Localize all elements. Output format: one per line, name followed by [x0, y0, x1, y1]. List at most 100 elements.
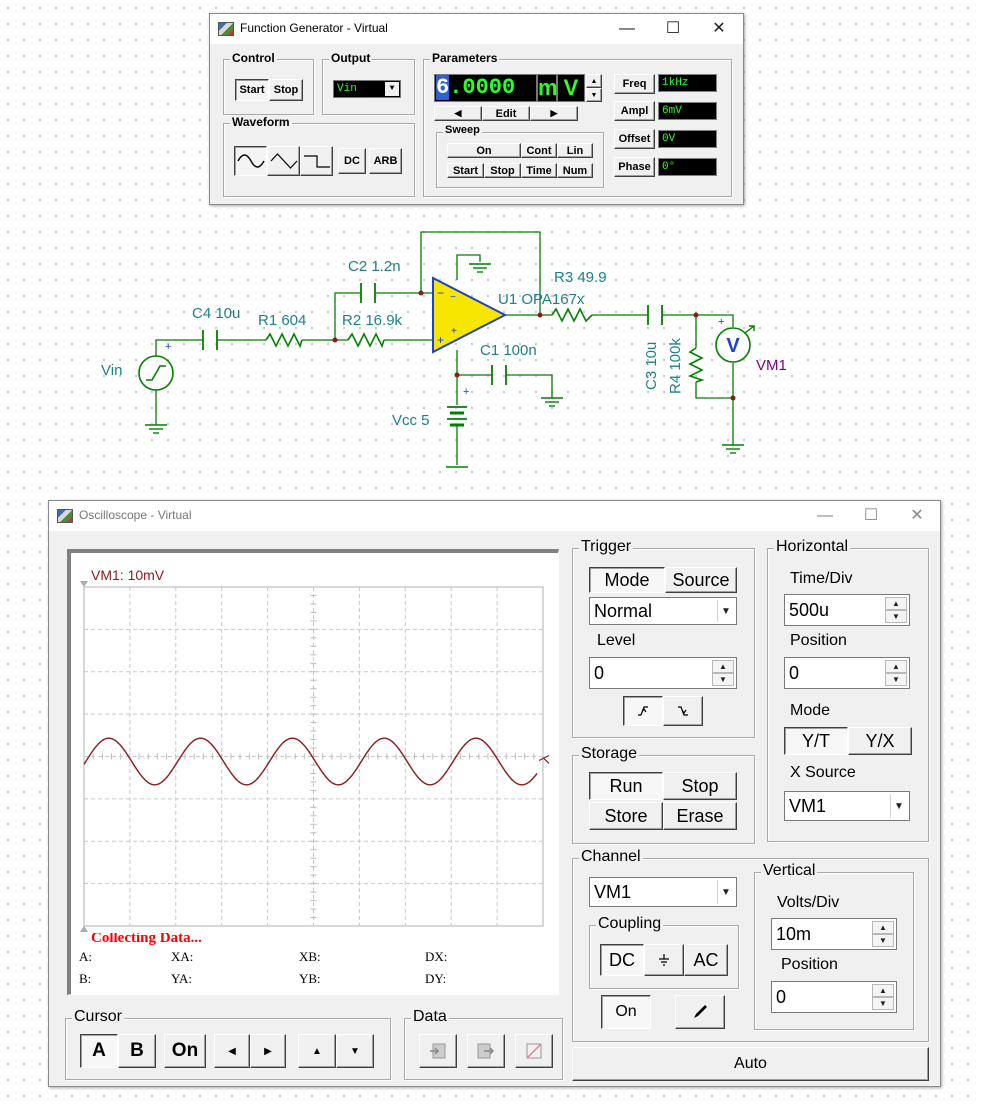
vin-source[interactable]: +	[138, 341, 174, 391]
scope-screen[interactable]: VM1: 10mV Collecting Data... A: B: XA: Y…	[67, 549, 559, 995]
trigger-source-button[interactable]: Source	[665, 567, 737, 593]
freq-button[interactable]: Freq	[614, 74, 655, 94]
digit-left-button[interactable]: ◀	[434, 106, 482, 121]
spin-up-icon[interactable]: ▲	[885, 660, 907, 673]
cursor-left-icon[interactable]: ◀	[214, 1034, 250, 1068]
unit-m-display[interactable]: m	[537, 74, 558, 102]
cursor-a-button[interactable]: A	[80, 1034, 118, 1068]
sweep-start-button[interactable]: Start	[447, 163, 484, 178]
spin-down-icon[interactable]: ▼	[712, 673, 734, 686]
fg-output-select[interactable]: Vin ▼	[333, 80, 401, 98]
sweep-on-button[interactable]: On	[447, 143, 521, 158]
digit-right-button[interactable]: ▶	[530, 106, 578, 121]
ampl-button[interactable]: Ampl	[614, 101, 655, 121]
rising-edge-button[interactable]	[623, 696, 663, 726]
display-spinner[interactable]: ▲ ▼	[586, 74, 602, 102]
chevron-down-icon[interactable]: ▼	[717, 880, 734, 904]
phase-button[interactable]: Phase	[614, 157, 655, 177]
cursor-down-icon[interactable]: ▼	[336, 1034, 374, 1068]
spin-up-icon[interactable]: ▲	[586, 74, 602, 88]
c1-capacitor[interactable]	[491, 365, 507, 385]
auto-button[interactable]: Auto	[572, 1047, 929, 1081]
triangle-wave-button[interactable]	[267, 146, 300, 176]
vcc-battery[interactable]: +	[447, 386, 469, 427]
osc-titlebar[interactable]: Oscilloscope - Virtual — ☐ ✕	[49, 501, 940, 531]
fg-stop-button[interactable]: Stop	[269, 79, 303, 101]
cursor-right-icon[interactable]: ▶	[250, 1034, 286, 1068]
cursor-up-icon[interactable]: ▲	[298, 1034, 336, 1068]
yt-mode-button[interactable]: Y/T	[784, 727, 848, 755]
unit-v-display[interactable]: V	[557, 74, 585, 102]
channel-on-button[interactable]: On	[601, 995, 651, 1029]
cursor-on-button[interactable]: On	[164, 1034, 206, 1068]
fg-titlebar[interactable]: Function Generator - Virtual — ☐ ✕	[210, 14, 743, 44]
dc-coupling-button[interactable]: DC	[600, 944, 644, 976]
sweep-lin-button[interactable]: Lin	[557, 143, 593, 158]
channel-select[interactable]: VM1 ▼	[589, 877, 737, 907]
ground-coupling-button[interactable]	[644, 944, 684, 976]
maximize-icon[interactable]: ☐	[863, 507, 879, 524]
dc-wave-button[interactable]: DC	[338, 148, 366, 174]
yx-mode-button[interactable]: Y/X	[848, 727, 912, 755]
minimize-icon[interactable]: —	[619, 20, 635, 37]
offset-button[interactable]: Offset	[614, 129, 655, 149]
maximize-icon[interactable]: ☐	[665, 20, 681, 37]
r4-resistor[interactable]	[687, 347, 705, 383]
close-icon[interactable]: ✕	[712, 20, 726, 37]
chevron-down-icon[interactable]: ▼	[890, 794, 907, 818]
chevron-down-icon[interactable]: ▼	[385, 82, 399, 96]
erase-button[interactable]: Erase	[663, 802, 737, 830]
h-position-input[interactable]: 0 ▲▼	[784, 657, 910, 689]
sweep-stop-button[interactable]: Stop	[484, 163, 521, 178]
square-wave-button[interactable]	[300, 146, 333, 176]
spin-down-icon[interactable]: ▼	[885, 610, 907, 623]
clear-data-button[interactable]	[515, 1034, 553, 1068]
sweep-cont-button[interactable]: Cont	[521, 143, 557, 158]
volts-div-input[interactable]: 10m ▲▼	[771, 918, 897, 950]
falling-edge-button[interactable]	[663, 696, 703, 726]
run-button[interactable]: Run	[589, 772, 663, 800]
cursor-b-button[interactable]: B	[118, 1034, 156, 1068]
trigger-level-input[interactable]: 0 ▲▼	[589, 657, 737, 689]
chevron-down-icon[interactable]: ▼	[717, 600, 734, 622]
r1-resistor[interactable]	[265, 332, 303, 349]
x-source-select[interactable]: VM1 ▼	[784, 791, 910, 821]
spin-down-icon[interactable]: ▼	[872, 934, 894, 947]
volts-div-spinner[interactable]: ▲▼	[872, 921, 894, 947]
c3-capacitor[interactable]	[647, 305, 663, 325]
spin-up-icon[interactable]: ▲	[712, 660, 734, 673]
storage-stop-button[interactable]: Stop	[663, 772, 737, 800]
trigger-mode-button[interactable]: Mode	[589, 567, 665, 593]
c4-capacitor[interactable]	[202, 330, 218, 350]
spin-up-icon[interactable]: ▲	[885, 597, 907, 610]
h-position-spinner[interactable]: ▲▼	[885, 660, 907, 686]
ac-coupling-button[interactable]: AC	[684, 944, 728, 976]
voltmeter-vm1[interactable]: V +	[715, 316, 755, 363]
opamp-u1[interactable]: − + − +	[432, 276, 508, 354]
spin-down-icon[interactable]: ▼	[872, 997, 894, 1010]
edit-button[interactable]: Edit	[482, 106, 530, 121]
time-div-input[interactable]: 500u ▲▼	[784, 594, 910, 626]
probe-color-button[interactable]	[675, 995, 725, 1029]
r3-resistor[interactable]	[551, 307, 593, 323]
spin-down-icon[interactable]: ▼	[885, 673, 907, 686]
close-icon[interactable]: ✕	[910, 507, 924, 524]
amplitude-display[interactable]: 6.0000	[434, 74, 537, 102]
spin-up-icon[interactable]: ▲	[872, 921, 894, 934]
store-button[interactable]: Store	[589, 802, 663, 830]
sine-wave-button[interactable]	[234, 146, 267, 176]
sweep-time-button[interactable]: Time	[521, 163, 557, 178]
trigger-mode-select[interactable]: Normal ▼	[589, 597, 737, 625]
time-div-spinner[interactable]: ▲▼	[885, 597, 907, 623]
v-position-spinner[interactable]: ▲▼	[872, 984, 894, 1010]
v-position-input[interactable]: 0 ▲▼	[771, 981, 897, 1013]
r2-resistor[interactable]	[347, 332, 385, 349]
spin-down-icon[interactable]: ▼	[586, 88, 602, 102]
c2-capacitor[interactable]	[360, 283, 376, 303]
sweep-num-button[interactable]: Num	[557, 163, 593, 178]
spin-up-icon[interactable]: ▲	[872, 984, 894, 997]
level-spinner[interactable]: ▲▼	[712, 660, 734, 686]
arb-wave-button[interactable]: ARB	[369, 148, 402, 174]
import-data-button[interactable]	[419, 1034, 457, 1068]
export-data-button[interactable]	[467, 1034, 505, 1068]
